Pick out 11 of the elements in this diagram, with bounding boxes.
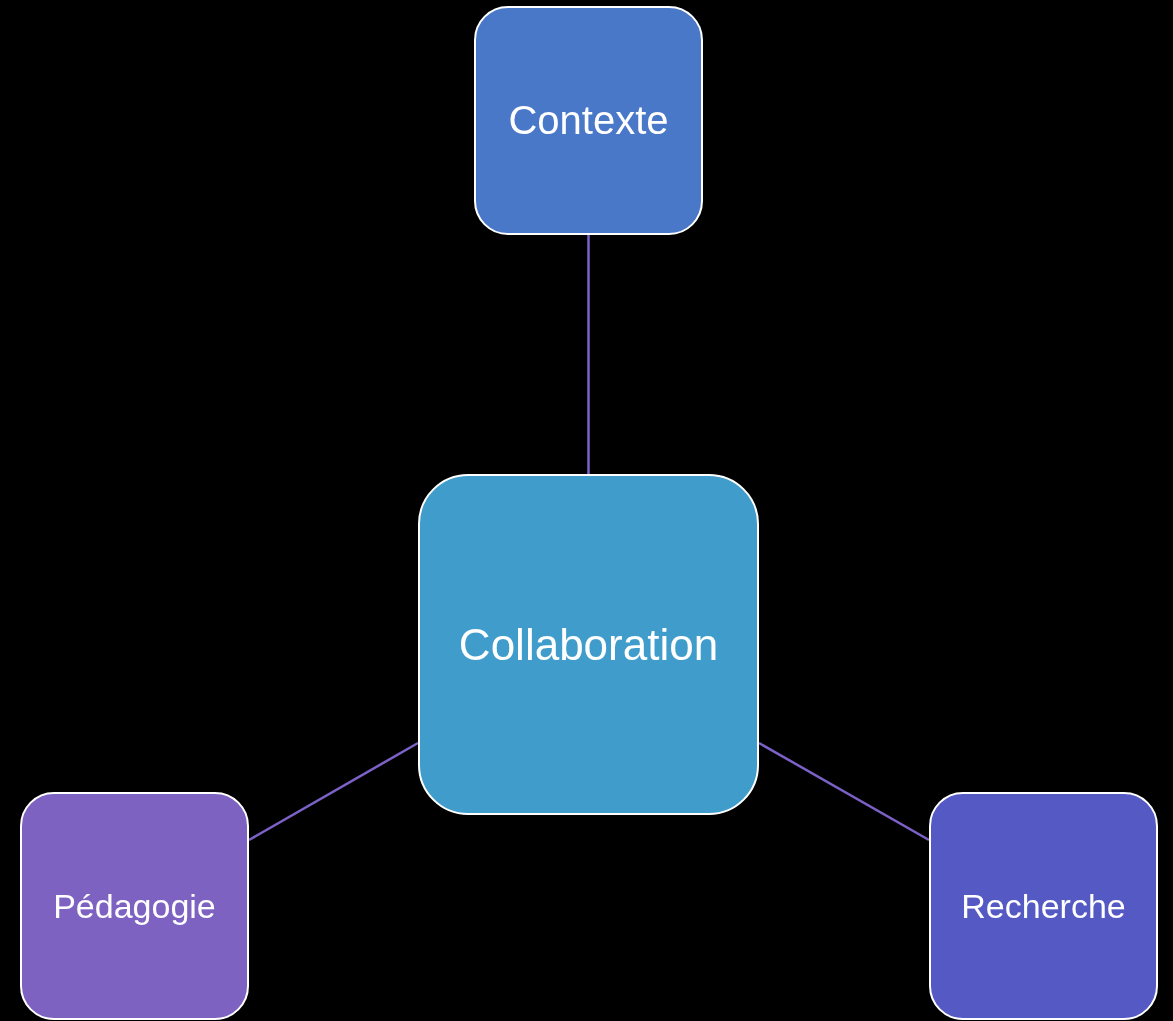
rounded-box bbox=[474, 6, 703, 235]
connector-line bbox=[587, 235, 590, 474]
node-label: Pédagogie bbox=[53, 886, 216, 926]
rounded-box bbox=[418, 474, 759, 815]
rounded-box bbox=[20, 792, 249, 1020]
node-label: Recherche bbox=[961, 886, 1126, 926]
rounded-box bbox=[929, 792, 1158, 1020]
connector-line bbox=[248, 741, 419, 842]
node-label: Contexte bbox=[508, 98, 669, 143]
node-label: Collaboration bbox=[458, 619, 719, 670]
connector-line bbox=[758, 741, 930, 842]
